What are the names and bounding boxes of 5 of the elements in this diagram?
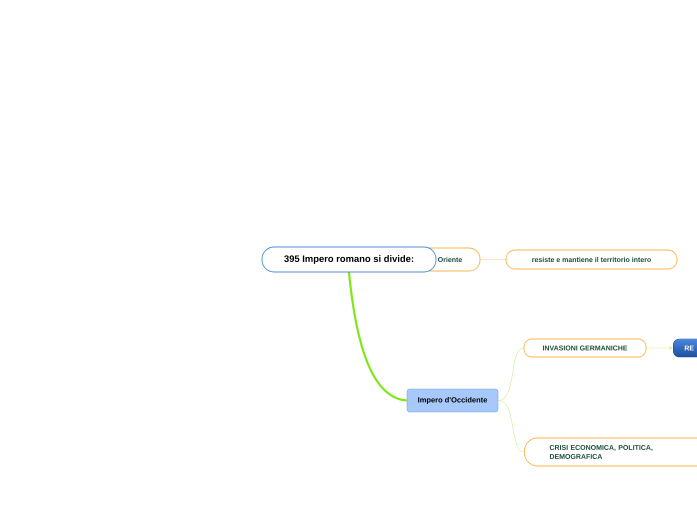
connector xyxy=(348,272,407,402)
connector xyxy=(498,348,524,401)
connector xyxy=(480,259,506,260)
connector xyxy=(498,400,524,452)
central-topic-box: 395 Impero romano si divide: xyxy=(262,246,436,272)
